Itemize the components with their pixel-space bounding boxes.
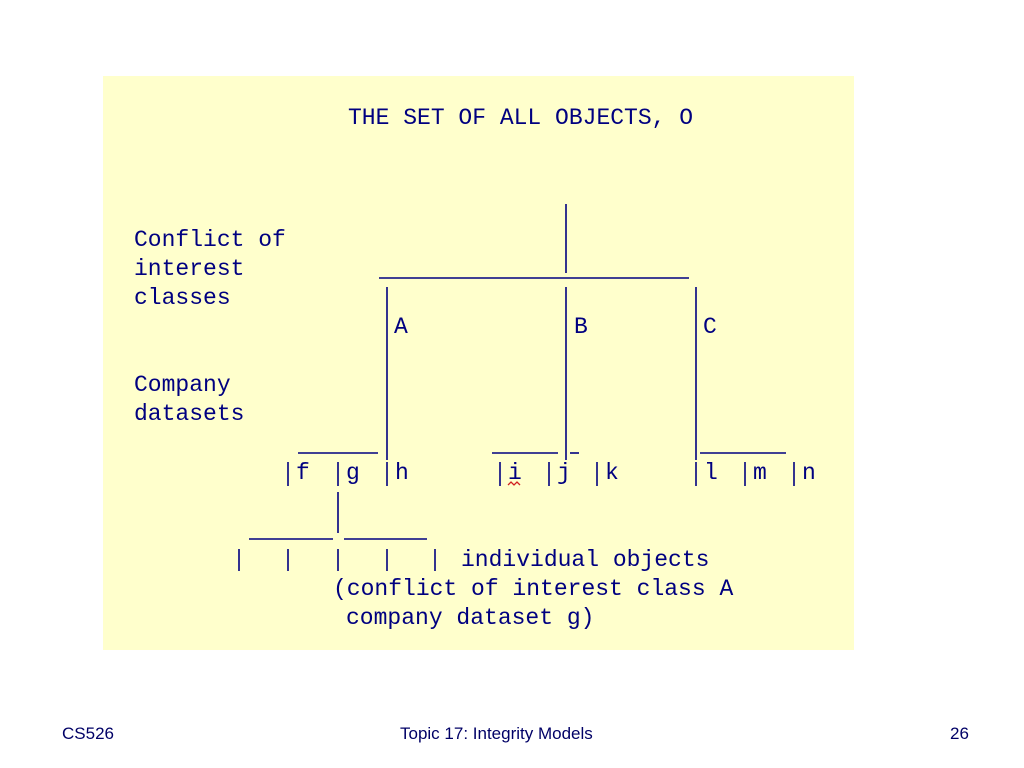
diagram-panel: THE SET OF ALL OBJECTS, O Conflict of in…	[103, 76, 854, 650]
tree-connector-lines	[238, 204, 795, 571]
dataset-label-f: f	[296, 460, 310, 486]
coi-label-line2: interest	[134, 256, 245, 282]
class-label-b: B	[574, 314, 588, 340]
footer-course: CS526	[62, 724, 114, 743]
objects-note-line2: (conflict of interest class A	[333, 576, 734, 602]
spellcheck-underline	[507, 481, 521, 486]
footer-topic: Topic 17: Integrity Models	[400, 724, 593, 743]
dataset-label-i: i	[508, 460, 522, 486]
company-label-line1: Company	[134, 372, 231, 398]
class-label-c: C	[703, 314, 717, 340]
dataset-label-h: h	[395, 460, 409, 486]
dataset-label-g: g	[346, 460, 360, 486]
dataset-label-l: l	[704, 460, 718, 486]
diagram-title: THE SET OF ALL OBJECTS, O	[348, 105, 694, 131]
coi-label-line1: Conflict of	[134, 227, 286, 253]
footer-page-number: 26	[950, 724, 969, 743]
dataset-label-j: j	[557, 460, 571, 486]
dataset-label-k: k	[605, 460, 619, 486]
class-label-a: A	[394, 314, 408, 340]
dataset-label-n: n	[802, 460, 816, 486]
objects-note-line1: individual objects	[461, 547, 710, 573]
coi-label-line3: classes	[134, 285, 231, 311]
objects-note-line3: company dataset g)	[346, 605, 595, 631]
dataset-label-m: m	[753, 460, 767, 486]
company-label-line2: datasets	[134, 401, 245, 427]
